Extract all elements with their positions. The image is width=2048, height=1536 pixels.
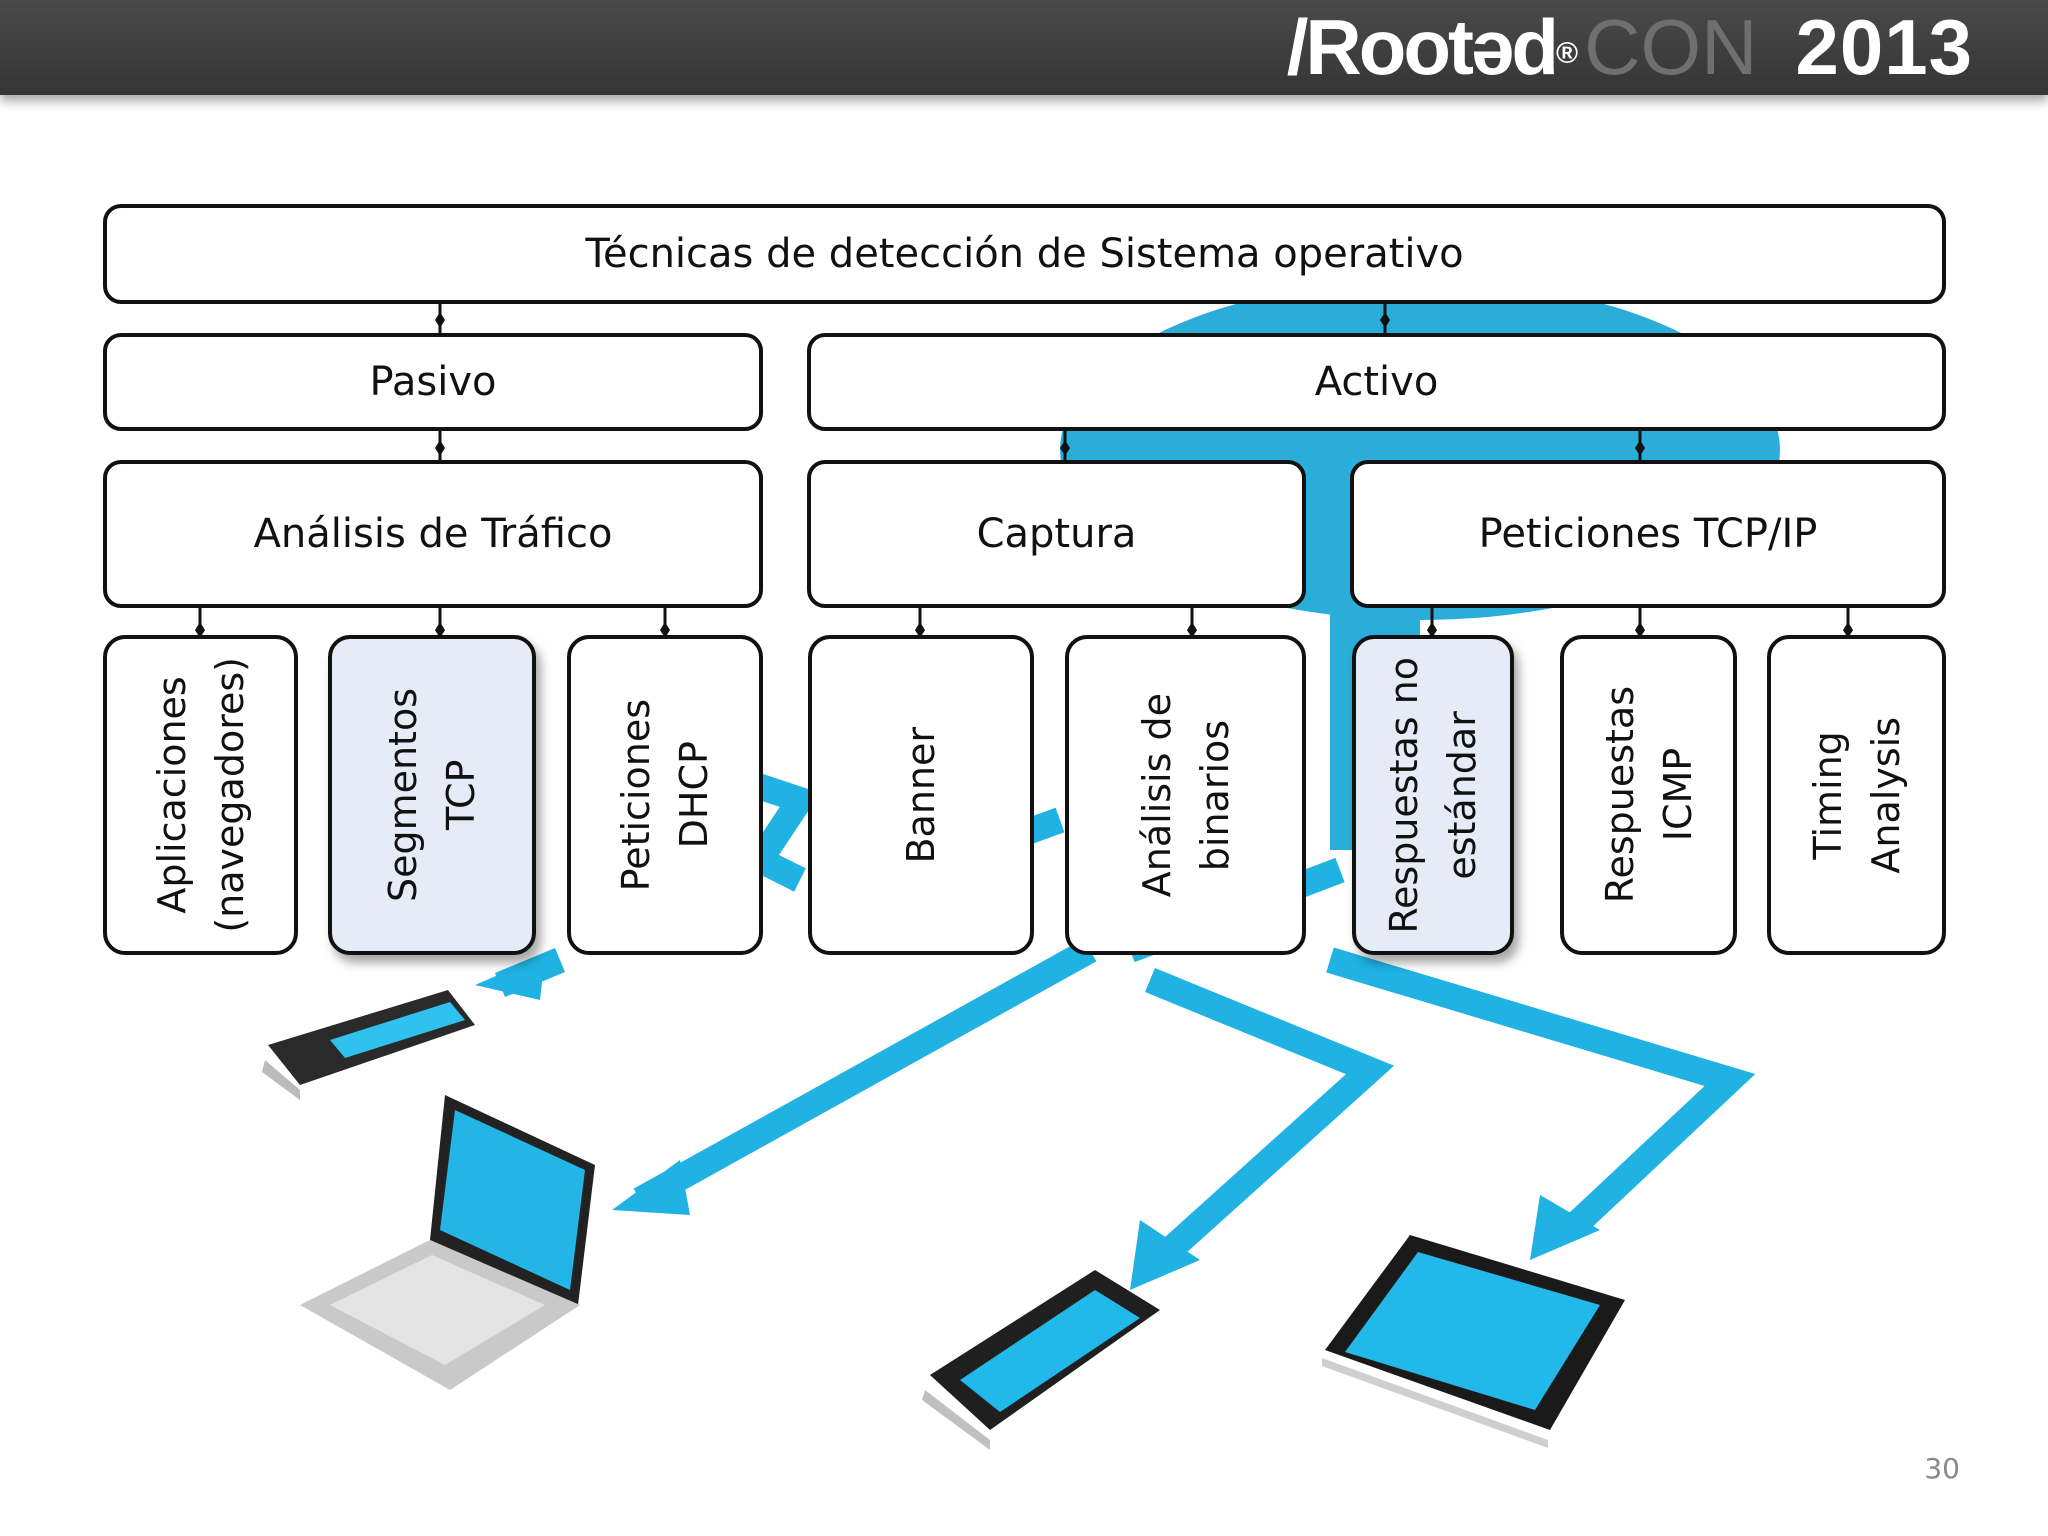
leaf-segmentos-tcp: Segmentos TCP [328, 635, 536, 955]
tablet-icon [1322, 1235, 1625, 1448]
leaf-timing-text: Timing Analysis [1799, 717, 1915, 874]
leaf-segmentos-line1: Segmentos [381, 687, 425, 903]
arrow-heads [475, 955, 1600, 1290]
leaf-respuestas-no-estandar: Respuestas no estándar [1352, 635, 1514, 955]
node-pasivo-label: Pasivo [369, 359, 497, 405]
leaf-peticiones-dhcp: Peticiones DHCP [567, 635, 763, 955]
leaf-aplicaciones-text: Aplicaciones (navegadores) [143, 657, 259, 933]
small-phone-icon [262, 990, 475, 1100]
node-analisis-trafico: Análisis de Tráfico [103, 460, 763, 608]
node-captura: Captura [807, 460, 1306, 608]
smartphone-icon [922, 1270, 1160, 1450]
leaf-no-estandar-line2: estándar [1440, 710, 1484, 880]
node-captura-label: Captura [976, 511, 1137, 557]
leaf-aplicaciones-line2: (navegadores) [207, 657, 252, 933]
logo-registered: ® [1556, 36, 1579, 70]
leaf-icmp-text: Respuestas ICMP [1591, 686, 1707, 903]
header-bar: /Rootəd®CON 2013 [0, 0, 2048, 95]
node-activo: Activo [807, 333, 1946, 431]
node-peticiones-tcpip-label: Peticiones TCP/IP [1478, 511, 1818, 557]
leaf-analisis-binarios-text: Análisis de binarios [1128, 693, 1244, 897]
root-node: Técnicas de detección de Sistema operati… [103, 204, 1946, 304]
node-peticiones-tcpip: Peticiones TCP/IP [1350, 460, 1946, 608]
leaf-binarios-line1: Análisis de [1134, 692, 1179, 898]
leaf-banner-line1: Banner [899, 726, 943, 864]
node-analisis-trafico-label: Análisis de Tráfico [253, 511, 613, 557]
leaf-peticiones-dhcp-text: Peticiones DHCP [607, 699, 723, 891]
laptop-icon [300, 1095, 595, 1390]
leaf-no-estandar-text: Respuestas no estándar [1375, 657, 1491, 934]
leaf-aplicaciones-line1: Aplicaciones [149, 676, 194, 914]
leaf-analisis-binarios: Análisis de binarios [1065, 635, 1306, 955]
leaf-banner: Banner [808, 635, 1034, 955]
logo-con: CON [1584, 3, 1758, 91]
node-pasivo: Pasivo [103, 333, 763, 431]
root-node-label: Técnicas de detección de Sistema operati… [585, 231, 1464, 277]
leaf-respuestas-icmp: Respuestas ICMP [1560, 635, 1737, 955]
leaf-banner-text: Banner [892, 727, 950, 864]
leaf-aplicaciones: Aplicaciones (navegadores) [103, 635, 298, 955]
leaf-timing-line1: Timing [1805, 730, 1850, 860]
leaf-binarios-line2: binarios [1192, 719, 1237, 871]
page-number: 30 [1924, 1452, 1960, 1485]
leaf-icmp-line2: ICMP [1655, 748, 1700, 842]
leaf-dhcp-line1: Peticiones [614, 698, 658, 892]
leaf-segmentos-line2: TCP [439, 759, 483, 831]
leaf-timing-analysis: Timing Analysis [1767, 635, 1946, 955]
rootedcon-logo: /Rootəd®CON 2013 [1287, 0, 1973, 95]
leaf-timing-line2: Analysis [1863, 716, 1908, 874]
leaf-icmp-line1: Respuestas [1597, 686, 1642, 904]
leaf-dhcp-line2: DHCP [672, 741, 716, 849]
leaf-no-estandar-line1: Respuestas no [1382, 656, 1426, 934]
logo-rooted: /Rootəd [1286, 3, 1559, 91]
node-activo-label: Activo [1314, 359, 1439, 405]
logo-year: 2013 [1795, 3, 1973, 91]
leaf-segmentos-tcp-text: Segmentos TCP [374, 688, 490, 902]
